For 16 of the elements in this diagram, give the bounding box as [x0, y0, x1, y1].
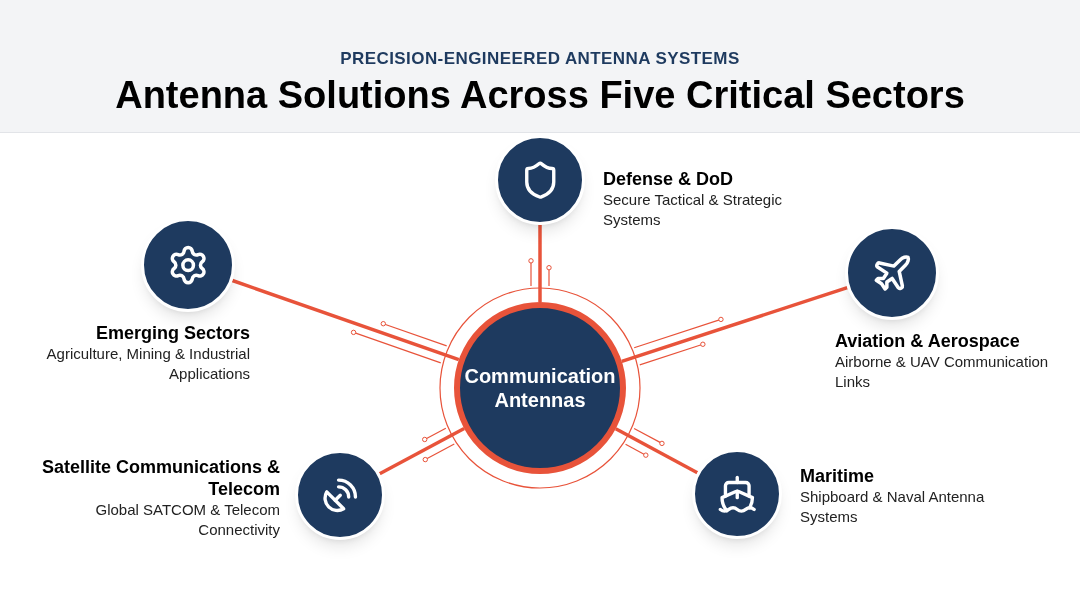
subtitle: PRECISION-ENGINEERED ANTENNA SYSTEMS [339, 48, 741, 70]
sector-heading: Maritime [800, 465, 875, 487]
sector-heading: Satellite Communications & Telecom [40, 456, 280, 500]
sector-description: Agriculture, Mining & Industrial Applications [45, 344, 250, 384]
connector-line [538, 225, 542, 302]
title: Antenna Solutions Across Five Critical Sectors [114, 73, 966, 118]
sector-description: Shipboard & Naval Antenna Systems [800, 487, 986, 527]
connector-line [378, 427, 465, 476]
connector-line [614, 427, 699, 475]
sector-description: Secure Tactical & Strategic Systems [603, 190, 783, 230]
sector-heading: Emerging Sectors [95, 322, 250, 344]
sector-description: Global SATCOM & Telecom Connectivity [94, 500, 280, 540]
sector-heading: Defense & DoD [603, 168, 734, 190]
hub-label: Communication Antennas [463, 364, 617, 412]
sector-description: Airborne & UAV Communication Links [835, 352, 1050, 392]
sector-heading: Aviation & Aerospace [835, 330, 1020, 352]
